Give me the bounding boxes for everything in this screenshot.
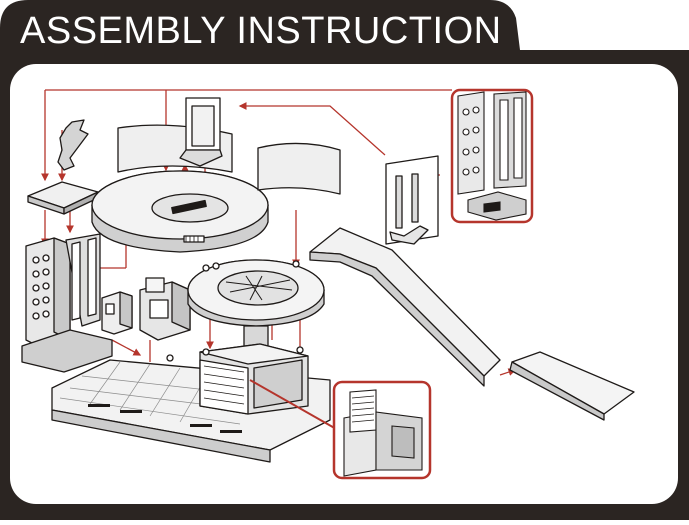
garage-box: [199, 343, 309, 415]
connector-pegs: [166, 260, 300, 362]
turntable-platform: [187, 259, 325, 351]
left-tower: [25, 233, 101, 349]
gas-pump: [101, 291, 133, 335]
slide-ramp: [309, 227, 501, 387]
page-title: ASSEMBLY INSTRUCTION: [20, 10, 502, 52]
bracket-parts: [385, 155, 439, 245]
wrench-tool: [57, 119, 89, 171]
car-wash-machine: [139, 277, 191, 341]
garage-door-inset: [249, 379, 432, 480]
tower-base: [21, 329, 113, 373]
door-frame: [179, 97, 223, 167]
top-cap: [27, 181, 99, 215]
curved-wall-right: [257, 142, 341, 195]
upper-deck-platform: [91, 170, 269, 253]
ramp-end-piece: [509, 351, 635, 421]
tower-detail-inset: [450, 88, 534, 224]
